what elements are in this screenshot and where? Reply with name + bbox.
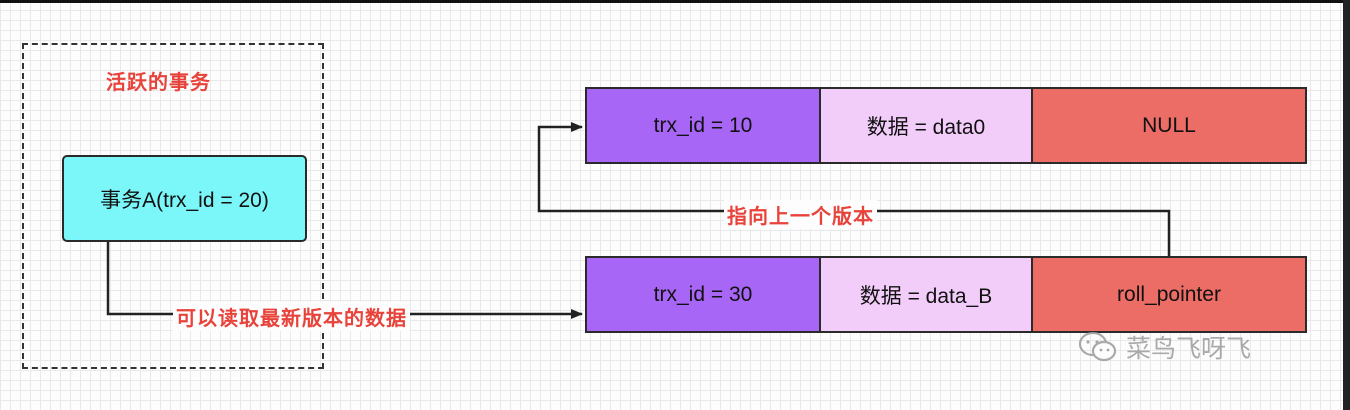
version-2-trx-id: trx_id = 30: [585, 256, 821, 333]
version-2-pointer: roll_pointer: [1031, 256, 1307, 333]
version-1-pointer: NULL: [1031, 87, 1307, 164]
group-title: 活跃的事务: [106, 72, 211, 94]
watermark-text: 菜鸟飞呀飞: [1126, 335, 1252, 363]
right-border: [1343, 0, 1350, 410]
read-latest-label: 可以读取最新版本的数据: [173, 302, 410, 331]
version-1-data: 数据 = data0: [819, 87, 1033, 164]
wechat-icon: [1078, 331, 1117, 362]
transaction-a-label: 事务A(trx_id = 20): [100, 188, 269, 212]
active-transactions-group: [22, 43, 324, 369]
watermark: 菜鸟飞呀飞: [1078, 329, 1251, 365]
version-1-trx-id: trx_id = 10: [585, 87, 821, 164]
version-row-2: trx_id = 30 数据 = data_B roll_pointer: [585, 256, 1307, 333]
transaction-a-node: 事务A(trx_id = 20): [62, 155, 307, 242]
version-row-1: trx_id = 10 数据 = data0 NULL: [585, 87, 1307, 164]
prev-version-arrow: [537, 122, 1171, 256]
version-2-data: 数据 = data_B: [819, 256, 1033, 333]
read-latest-arrow: [106, 242, 583, 319]
prev-version-label: 指向上一个版本: [724, 200, 877, 229]
top-border: [0, 0, 1350, 3]
